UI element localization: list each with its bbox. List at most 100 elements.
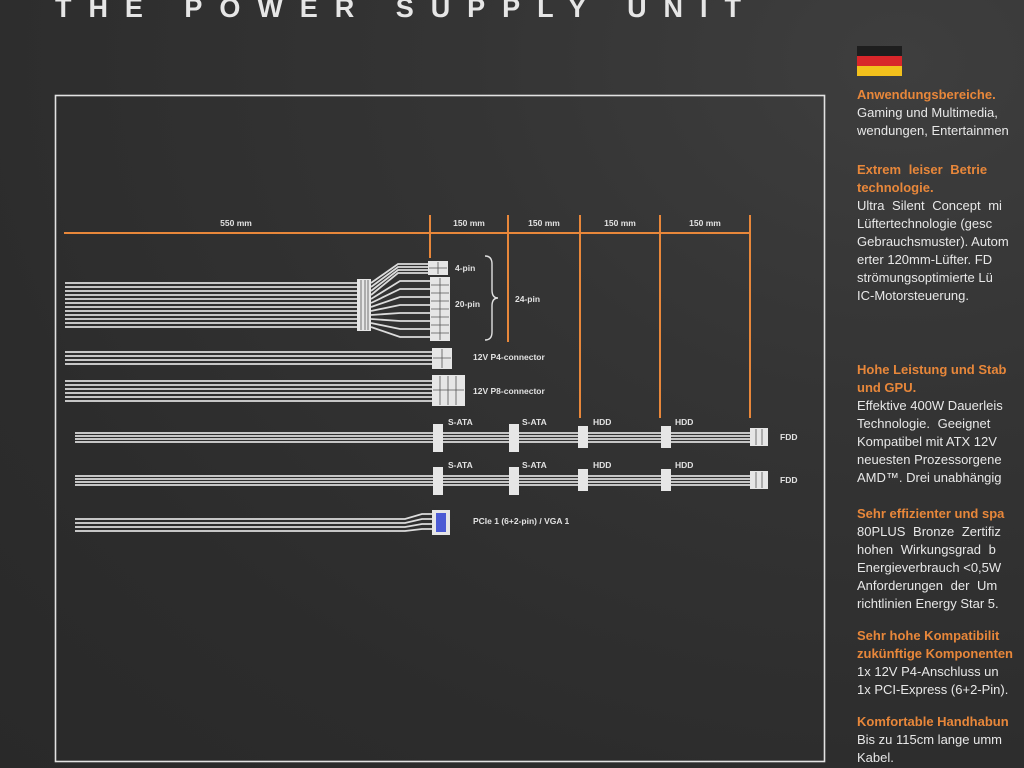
hdd-connector <box>661 426 671 448</box>
p8-connector <box>432 375 465 406</box>
page-title: THE POWER SUPPLY UNIT <box>55 0 742 23</box>
section-text-line: strömungsoptimierte Lü <box>857 270 993 285</box>
section-performance: Hohe Leistung und Stab und GPU. Effektiv… <box>857 361 1024 487</box>
section-text-line: Energieverbrauch <0,5W <box>857 560 1002 575</box>
sata-connector <box>509 467 519 495</box>
hdd-label: HDD <box>675 460 693 470</box>
atx-20pin-label: 20-pin <box>455 299 480 309</box>
section-text-line: Technologie. Geeignet <box>857 416 991 431</box>
section-applications: Anwendungsbereiche. Gaming und Multimedi… <box>857 86 1024 140</box>
atx-cable-clamp-ribs <box>360 280 369 330</box>
atx-4pin-label: 4-pin <box>455 263 475 273</box>
section-heading: Hohe Leistung und Stab <box>857 362 1007 377</box>
section-text-line: erter 120mm-Lüfter. FD <box>857 252 993 267</box>
sata-label: S-ATA <box>448 460 473 470</box>
diagram-frame <box>54 94 826 763</box>
sata-chain-2: S-ATA S-ATA HDD HDD FDD <box>75 460 797 495</box>
section-text-line: 80PLUS Bronze Zertifiz <box>857 524 1001 539</box>
sata-chain-wires <box>75 475 750 486</box>
section-text-line: richtlinien Energy Star 5. <box>857 596 999 611</box>
flag-stripe-gold <box>857 66 902 76</box>
section-compatibility: Sehr hohe Kompatibilit zukünftige Kompon… <box>857 627 1024 699</box>
sata-chain-wires <box>75 432 750 443</box>
pcie-cable: PCIe 1 (6+2-pin) / VGA 1 <box>75 510 570 535</box>
section-handling: Komfortable Handhabun Bis zu 115cm lange… <box>857 713 1024 767</box>
length-label-segment: 150 mm <box>689 218 721 228</box>
hdd-connector <box>578 426 588 448</box>
flag-stripe-red <box>857 56 902 66</box>
section-text-line: Lüftertechnologie (gesc <box>857 216 993 231</box>
section-heading: zukünftige Komponenten <box>857 646 1013 661</box>
germany-flag-icon <box>857 46 902 76</box>
atx-24pin-brace <box>484 255 499 341</box>
sata-label: S-ATA <box>522 460 547 470</box>
p8-connector-pins <box>433 376 464 405</box>
pcie-connector-key <box>436 513 446 532</box>
atx-24pin-cable: 4-pin 20-pin 24-pin <box>65 255 540 341</box>
section-text-line: Gaming und Multimedia, <box>857 105 998 120</box>
p4-connector-label: 12V P4-connector <box>473 352 545 362</box>
atx-wire-fan <box>370 263 430 338</box>
atx-24pin-label: 24-pin <box>515 294 540 304</box>
pcie-connector-label: PCIe 1 (6+2-pin) / VGA 1 <box>473 516 570 526</box>
pcie-wires <box>75 513 432 532</box>
sata-connector <box>433 467 443 495</box>
section-silent-operation: Extrem leiser Betrie technologie. Ultra … <box>857 161 1024 305</box>
sata-connector <box>433 424 443 452</box>
length-label-segment: 150 mm <box>453 218 485 228</box>
section-text-line: AMD™. Drei unabhängig <box>857 470 1002 485</box>
p4-cable: 12V P4-connector <box>65 348 545 369</box>
length-label-segment: 150 mm <box>604 218 636 228</box>
p4-wires <box>65 351 432 365</box>
atx-cable-clamp <box>357 279 371 331</box>
section-text-line: neuesten Prozessorgene <box>857 452 1002 467</box>
fdd-connector-pins <box>755 429 763 445</box>
section-heading: Komfortable Handhabun <box>857 714 1009 729</box>
section-heading: Sehr effizienter und spa <box>857 506 1005 521</box>
sata-chain-1: S-ATA S-ATA HDD HDD FDD <box>75 417 797 452</box>
sata-label: S-ATA <box>448 417 473 427</box>
section-text-line: Kabel. <box>857 750 894 765</box>
length-label-segment: 150 mm <box>528 218 560 228</box>
sata-connector <box>509 424 519 452</box>
fdd-label: FDD <box>780 432 797 442</box>
hdd-connector <box>578 469 588 491</box>
section-heading: und GPU. <box>857 380 917 395</box>
p8-wires <box>65 380 432 402</box>
sata-label: S-ATA <box>522 417 547 427</box>
section-text-line: wendungen, Entertainmen <box>857 123 1009 138</box>
section-text-line: hohen Wirkungsgrad b <box>857 542 996 557</box>
length-dimensions: 550 mm 150 mm 150 mm 150 mm 150 mm <box>64 215 751 418</box>
product-description: Anwendungsbereiche. Gaming und Multimedi… <box>857 0 1024 768</box>
hdd-connector <box>661 469 671 491</box>
section-heading: Sehr hohe Kompatibilit <box>857 628 1000 643</box>
p8-cable: 12V P8-connector <box>65 375 545 406</box>
section-text-line: Effektive 400W Dauerleis <box>857 398 1003 413</box>
section-text-line: Gebrauchsmuster). Autom <box>857 234 1009 249</box>
section-text-line: 1x PCI-Express (6+2-Pin). <box>857 682 1009 697</box>
fdd-connector <box>750 471 768 489</box>
fdd-connector-pins <box>755 472 763 488</box>
p4-connector-pins <box>433 349 451 368</box>
section-text-line: Kompatibel mit ATX 12V <box>857 434 997 449</box>
hdd-label: HDD <box>675 417 693 427</box>
length-label-main: 550 mm <box>220 218 252 228</box>
fdd-label: FDD <box>780 475 797 485</box>
section-text-line: 1x 12V P4-Anschluss un <box>857 664 999 679</box>
section-heading: technologie. <box>857 180 934 195</box>
section-heading: Extrem leiser Betrie <box>857 162 988 177</box>
hdd-label: HDD <box>593 460 611 470</box>
atx-20pin-pins <box>431 278 449 340</box>
section-text-line: IC-Motorsteuerung. <box>857 288 969 303</box>
p8-connector-label: 12V P8-connector <box>473 386 545 396</box>
section-text-line: Anforderungen der Um <box>857 578 998 593</box>
section-efficiency: Sehr effizienter und spa 80PLUS Bronze Z… <box>857 505 1024 613</box>
section-heading: Anwendungsbereiche. <box>857 87 996 102</box>
section-text-line: Ultra Silent Concept mi <box>857 198 1002 213</box>
fdd-connector <box>750 428 768 446</box>
hdd-label: HDD <box>593 417 611 427</box>
flag-stripe-black <box>857 46 902 56</box>
section-text-line: Bis zu 115cm lange umm <box>857 732 1002 747</box>
